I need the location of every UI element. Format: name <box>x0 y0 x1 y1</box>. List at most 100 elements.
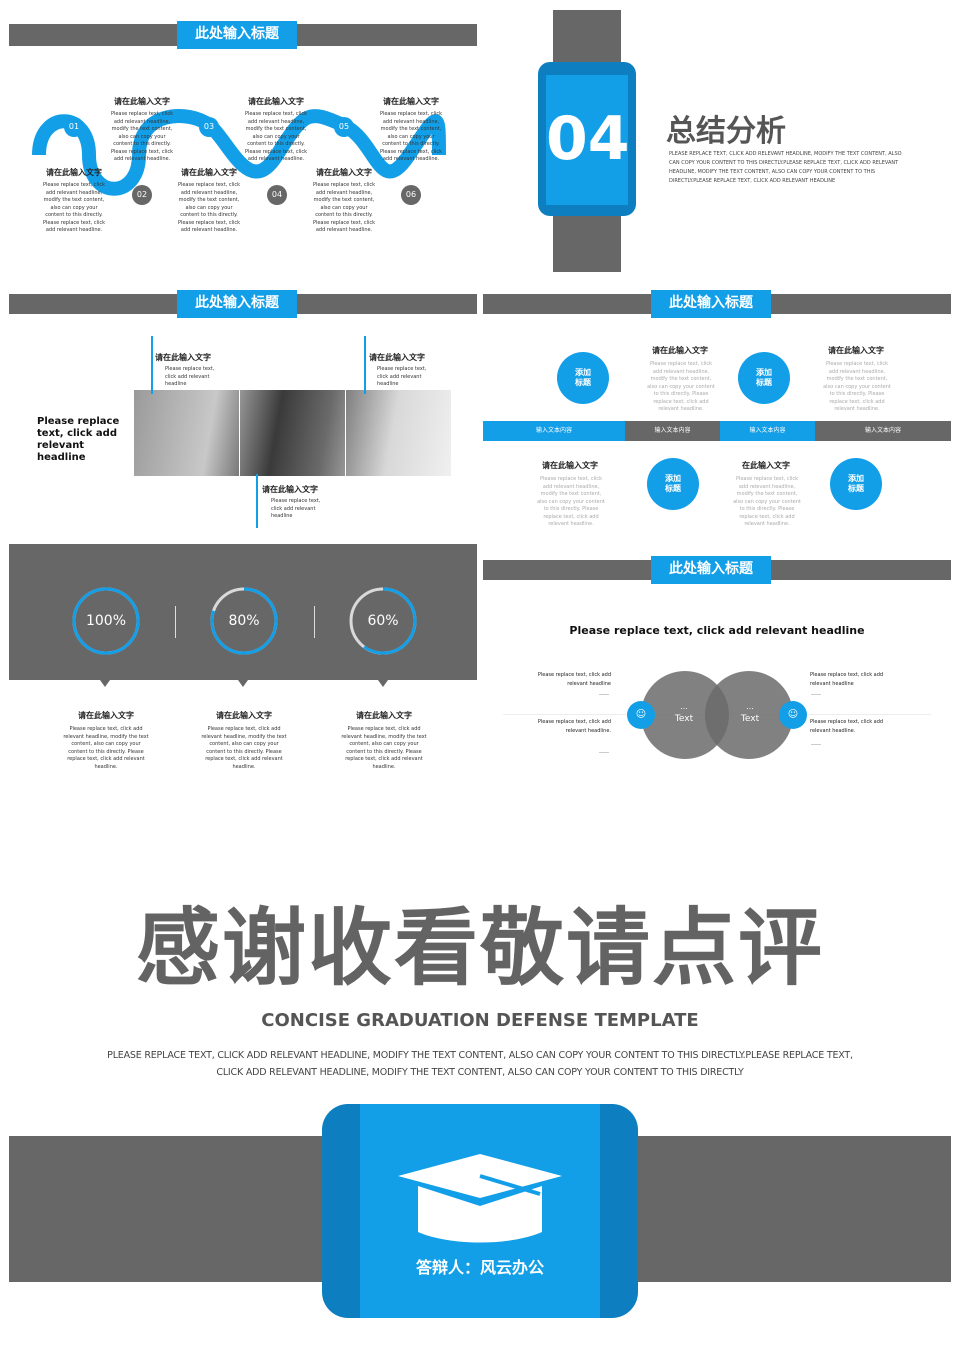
node-05: 05 <box>334 117 354 137</box>
circle-body-4: Please replace text, click add relevant … <box>733 476 801 527</box>
body-top-3: Please replace text, click add relevant … <box>379 111 443 162</box>
heading-bottom-3: 请在此输入文字 <box>316 168 372 177</box>
ring-heading-2: 请在此输入文字 <box>216 711 272 720</box>
circle-body-2: Please replace text, click add relevant … <box>823 361 891 412</box>
ring-body-1: Please replace text, click add relevant … <box>63 726 149 770</box>
ring-progress-1 <box>72 587 140 655</box>
circle-add-title-2: 添加 标题 <box>738 352 790 404</box>
circle-heading-1: 请在此输入文字 <box>652 346 708 355</box>
ring-body-3: Please replace text, click add relevant … <box>341 726 427 770</box>
ring-progress-3 <box>349 587 417 655</box>
venn-text-right-1: Please replace text, click add relevant … <box>810 672 884 687</box>
body-bottom-3: Please replace text, click add relevant … <box>312 182 376 233</box>
segment-2: 输入文本内容 <box>625 421 720 441</box>
ring-label-1: 100% <box>85 613 127 629</box>
photo-heading-1: 请在此输入文字 <box>155 353 211 362</box>
node-03: 03 <box>199 117 219 137</box>
venn-rule <box>811 694 821 695</box>
heading-top-2: 请在此输入文字 <box>248 97 304 106</box>
ring-divider <box>314 606 315 638</box>
title-tab: 此处输入标题 <box>651 290 771 318</box>
circle-heading-3: 请在此输入文字 <box>542 461 598 470</box>
slide-timeline: 此处输入标题 01 02 03 04 05 06 请在此输入文字 Please … <box>9 10 477 272</box>
circle-heading-2: 请在此输入文字 <box>828 346 884 355</box>
body-bottom-2: Please replace text, click add relevant … <box>177 182 241 233</box>
venn-rule <box>811 744 821 745</box>
circle-add-title-4: 添加 标题 <box>830 458 882 510</box>
node-06: 06 <box>401 185 421 205</box>
ring-label-2: 80% <box>228 613 260 629</box>
title-tab: 此处输入标题 <box>177 21 297 49</box>
people-icon: ☺ <box>635 709 647 720</box>
wave-line <box>32 109 446 196</box>
headline: Please replace text, click add relevant … <box>37 416 120 463</box>
venn-text-left-1: Please replace text, click add relevant … <box>537 672 611 687</box>
title-tab: 此处输入标题 <box>177 290 297 318</box>
venn-text-right-2: Please replace text, click add relevant … <box>810 719 884 734</box>
ring-label-3: 60% <box>367 613 399 629</box>
heading-top-1: 请在此输入文字 <box>114 97 170 106</box>
venn-dots-right: ... <box>746 702 754 711</box>
circle-add-title-3: 添加 标题 <box>647 458 699 510</box>
slide-progress: 100% 80% 60% 请在此输入文字 Please replace text… <box>9 544 477 780</box>
section-title: 总结分析 <box>666 114 786 149</box>
segment-bar: 输入文本内容 输入文本内容 输入文本内容 输入文本内容 <box>483 421 951 441</box>
heading-bottom-2: 请在此输入文字 <box>181 168 237 177</box>
ending-body-2: CLICK ADD RELEVANT HEADLINE, MODIFY THE … <box>216 1067 744 1078</box>
photo-heading-3: 请在此输入文字 <box>262 485 318 494</box>
photo-body-3: Please replace text, click add relevant … <box>271 498 321 519</box>
photo-body-2: Please replace text, click add relevant … <box>377 366 427 387</box>
segment-3: 输入文本内容 <box>720 421 815 441</box>
section-body: PLEASE REPLACE TEXT, CLICK ADD RELEVANT … <box>669 151 902 184</box>
photo-body-1: Please replace text, click add relevant … <box>165 366 215 387</box>
presenter-name: 答辩人：风云办公 <box>415 1258 544 1277</box>
segment-1: 输入文本内容 <box>483 421 625 441</box>
circle-add-title-1: 添加 标题 <box>557 352 609 404</box>
node-04: 04 <box>267 185 287 205</box>
venn-label-right: Text <box>740 714 760 724</box>
heading-top-3: 请在此输入文字 <box>383 97 439 106</box>
venn-label-left: Text <box>674 714 694 724</box>
graduation-cap-icon <box>398 1154 562 1243</box>
photo-heading-2: 请在此输入文字 <box>369 353 425 362</box>
ring-progress-2 <box>210 587 278 655</box>
slide-section-04: 04 总结分析 PLEASE REPLACE TEXT, CLICK ADD R… <box>483 10 951 272</box>
title-tab: 此处输入标题 <box>651 556 771 584</box>
venn-dots-left: ... <box>680 702 688 711</box>
ring-heading-1: 请在此输入文字 <box>78 711 134 720</box>
body-top-1: Please replace text, click add relevant … <box>110 111 174 162</box>
photo-strip <box>134 390 451 476</box>
ending-body-1: PLEASE REPLACE TEXT, CLICK ADD RELEVANT … <box>107 1050 853 1061</box>
marker-line <box>256 474 258 528</box>
thanks-title: 感谢收看敬请点评 <box>135 899 824 997</box>
venn-headline: Please replace text, click add relevant … <box>569 624 865 637</box>
template-subtitle: CONCISE GRADUATION DEFENSE TEMPLATE <box>261 1010 699 1031</box>
slide-venn: 此处输入标题 Please replace text, click add re… <box>483 544 951 780</box>
venn-rule <box>599 752 609 753</box>
marker-line <box>151 336 153 394</box>
segment-4: 输入文本内容 <box>815 421 951 441</box>
rings-svg <box>72 587 417 687</box>
heading-bottom-1: 请在此输入文字 <box>46 168 102 177</box>
section-number: 04 <box>546 104 630 174</box>
ring-divider <box>175 606 176 638</box>
node-02: 02 <box>132 185 152 205</box>
venn-diagram <box>627 671 807 759</box>
venn-text-left-2: Please replace text, click add relevant … <box>537 719 611 734</box>
photo-divider <box>345 390 346 476</box>
ring-body-2: Please replace text, click add relevant … <box>201 726 287 770</box>
marker-line <box>364 336 366 394</box>
slide-photo: 此处输入标题 Please replace text, click add re… <box>9 282 477 532</box>
people-icon: ☺ <box>787 709 799 720</box>
circle-heading-4: 在此输入文字 <box>742 461 790 470</box>
circle-body-3: Please replace text, click add relevant … <box>537 476 605 527</box>
ring-heading-3: 请在此输入文字 <box>356 711 412 720</box>
slide-circles: 此处输入标题 添加 标题 请在此输入文字 Please replace text… <box>483 282 951 532</box>
grey-panel <box>9 544 477 680</box>
venn-rule <box>599 694 609 695</box>
body-top-2: Please replace text, click add relevant … <box>244 111 308 162</box>
body-bottom-1: Please replace text, click add relevant … <box>42 182 106 233</box>
circle-body-1: Please replace text, click add relevant … <box>647 361 715 412</box>
node-01: 01 <box>64 117 84 137</box>
number-card <box>546 75 628 205</box>
